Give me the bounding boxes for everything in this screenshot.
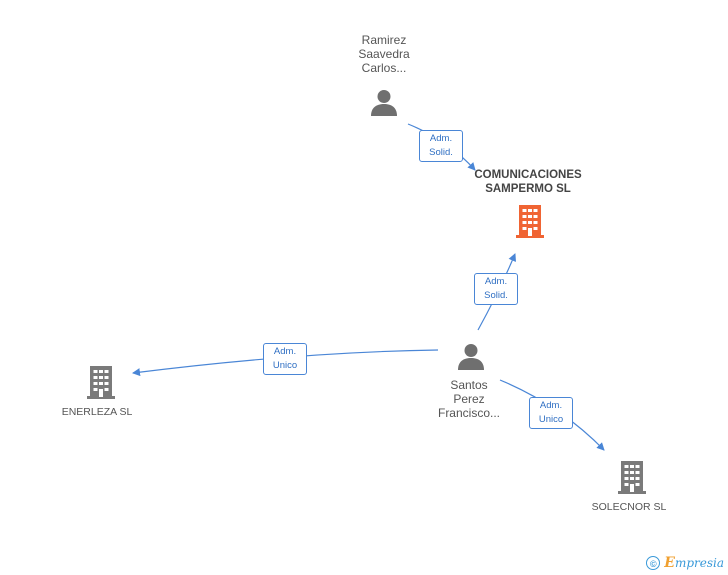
node-label-line: Carlos... bbox=[361, 61, 407, 75]
edge-label-line: Adm. bbox=[484, 276, 508, 287]
copyright-icon: © bbox=[646, 556, 661, 570]
edge-label-line: Unico bbox=[538, 414, 564, 425]
node-label-line: SOLECNOR SL bbox=[591, 501, 667, 513]
edge-label-line: Unico bbox=[272, 360, 298, 371]
node-label-enerleza[interactable]: ENERLEZA SL bbox=[47, 405, 147, 419]
footer-brand: © Empresia bbox=[646, 555, 724, 571]
edge-label-line: Solid. bbox=[429, 147, 453, 158]
person-icon[interactable] bbox=[369, 88, 399, 118]
node-label-line: Perez bbox=[453, 392, 485, 406]
node-label-line: Santos bbox=[450, 378, 488, 392]
edge-label-line: Adm. bbox=[539, 400, 563, 411]
node-label-line: Ramirez bbox=[361, 33, 407, 47]
node-label-line: COMUNICACIONES bbox=[474, 169, 582, 181]
node-label-line: SAMPERMO SL bbox=[485, 183, 571, 195]
edge-label-line: Adm. bbox=[429, 133, 453, 144]
node-label-line: Francisco... bbox=[437, 406, 500, 420]
person-icon[interactable] bbox=[456, 342, 486, 372]
node-label-comunicaciones[interactable]: COMUNICACIONES SAMPERMO SL bbox=[456, 168, 600, 196]
edge-label-ramirez-comunicaciones: Adm. Solid. bbox=[419, 130, 463, 162]
building-icon[interactable] bbox=[616, 460, 648, 494]
edge-label-line: Solid. bbox=[484, 290, 508, 301]
node-label-solecnor[interactable]: SOLECNOR SL bbox=[579, 500, 679, 514]
node-label-ramirez[interactable]: Ramirez Saavedra Carlos... bbox=[334, 33, 434, 75]
node-label-line: Saavedra bbox=[358, 47, 410, 61]
node-label-line: ENERLEZA SL bbox=[61, 406, 133, 418]
edge-label-line: Adm. bbox=[273, 346, 297, 357]
brand-logo-text: mpresia bbox=[674, 556, 724, 570]
brand-logo-initial: E bbox=[664, 555, 675, 571]
edge-label-santos-solecnor: Adm. Unico bbox=[529, 397, 573, 429]
brand-logo: Empresia bbox=[664, 555, 724, 571]
edge-label-santos-comunicaciones: Adm. Solid. bbox=[474, 273, 518, 305]
building-icon-highlight[interactable] bbox=[514, 204, 546, 238]
building-icon[interactable] bbox=[85, 365, 117, 399]
node-label-santos[interactable]: Santos Perez Francisco... bbox=[419, 378, 519, 420]
edge-label-santos-enerleza: Adm. Unico bbox=[263, 343, 307, 375]
